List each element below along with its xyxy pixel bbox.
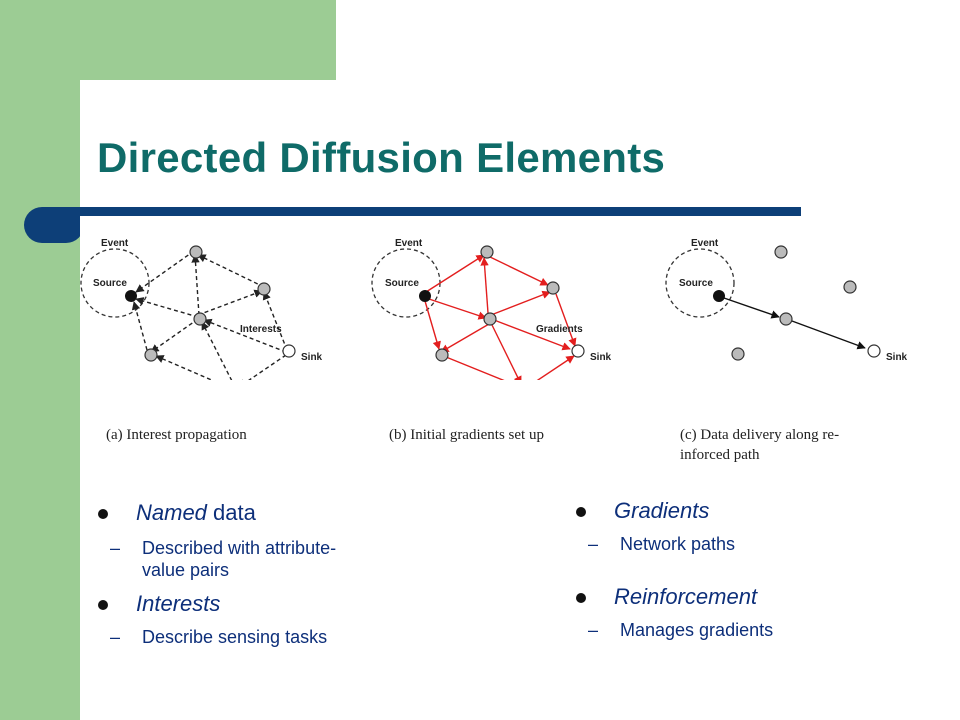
- source-label: Source: [679, 278, 713, 289]
- bullet-text-italic: Named: [136, 500, 207, 525]
- sub-bullet: – Describe sensing tasks: [98, 626, 336, 648]
- top-accent-block: [80, 0, 336, 80]
- source-node: [419, 290, 431, 302]
- sink-label: Sink: [886, 352, 908, 363]
- caption-b: (b) Initial gradients set up: [389, 427, 544, 443]
- sub-bullet: – Network paths: [576, 533, 773, 555]
- bullet-gradients: Gradients: [576, 498, 773, 524]
- sub-bullet: – Described with attribute- value pairs: [98, 537, 336, 581]
- bullet-named-data: Named data: [98, 500, 336, 526]
- sub-bullet-text: Manages gradients: [620, 620, 774, 640]
- sub-bullet-text: value pairs: [142, 560, 230, 580]
- bullet-text-italic: Reinforcement: [614, 584, 758, 609]
- left-accent-bar: [0, 0, 80, 720]
- gradients-label: Gradients: [536, 324, 583, 335]
- bullet-dot: [98, 509, 108, 519]
- event-label: Event: [691, 238, 719, 249]
- sink-label: Sink: [590, 352, 612, 363]
- bullet-dot: [576, 593, 586, 603]
- figure-panel: [80, 216, 910, 466]
- sub-bullet-text: Network paths: [620, 534, 736, 554]
- title-rule: [54, 207, 801, 216]
- bullet-interests: Interests: [98, 591, 336, 617]
- dash: –: [588, 534, 599, 554]
- bullet-text-italic: Interests: [136, 591, 221, 616]
- sub-bullet: – Manages gradients: [576, 619, 773, 641]
- bullet-dot: [98, 600, 108, 610]
- diagram-interest-propagation: Event Source Sink Interests: [80, 238, 323, 380]
- caption-a: (a) Interest propagation: [106, 427, 247, 443]
- caption-c-line2: inforced path: [680, 447, 760, 463]
- sink-node: [282, 344, 296, 358]
- sink-label: Sink: [301, 352, 323, 363]
- caption-c-line1: (c) Data delivery along re-: [680, 427, 840, 443]
- bullet-reinforcement: Reinforcement: [576, 584, 773, 610]
- dash: –: [110, 627, 121, 647]
- sub-bullet-text: Described with attribute-: [142, 538, 337, 558]
- event-label: Event: [101, 238, 129, 249]
- source-label: Source: [93, 278, 127, 289]
- source-node: [713, 290, 725, 302]
- sink-node: [867, 344, 881, 358]
- sub-bullet-text: Describe sensing tasks: [142, 627, 328, 647]
- content-corner: [80, 80, 220, 220]
- bullets-right: Gradients – Network paths Reinforcement …: [576, 498, 773, 641]
- diagram-initial-gradients: Event Source Sink Gradients: [371, 238, 612, 380]
- sink-node: [571, 344, 585, 358]
- event-label: Event: [395, 238, 423, 249]
- bullet-text: data: [206, 500, 256, 525]
- event-area: [665, 248, 735, 318]
- event-area: [80, 248, 150, 318]
- bullet-text-italic: Gradients: [614, 498, 710, 523]
- bullet-dot: [576, 507, 586, 517]
- bullets-left: Named data – Described with attribute- v…: [98, 500, 336, 648]
- diagram-data-delivery: Event Source Sink: [665, 238, 908, 363]
- interests-label: Interests: [240, 324, 282, 335]
- dash: –: [110, 538, 121, 558]
- source-node: [125, 290, 137, 302]
- dash: –: [588, 620, 599, 640]
- slide-title: Directed Diffusion Elements: [97, 134, 666, 181]
- source-label: Source: [385, 278, 419, 289]
